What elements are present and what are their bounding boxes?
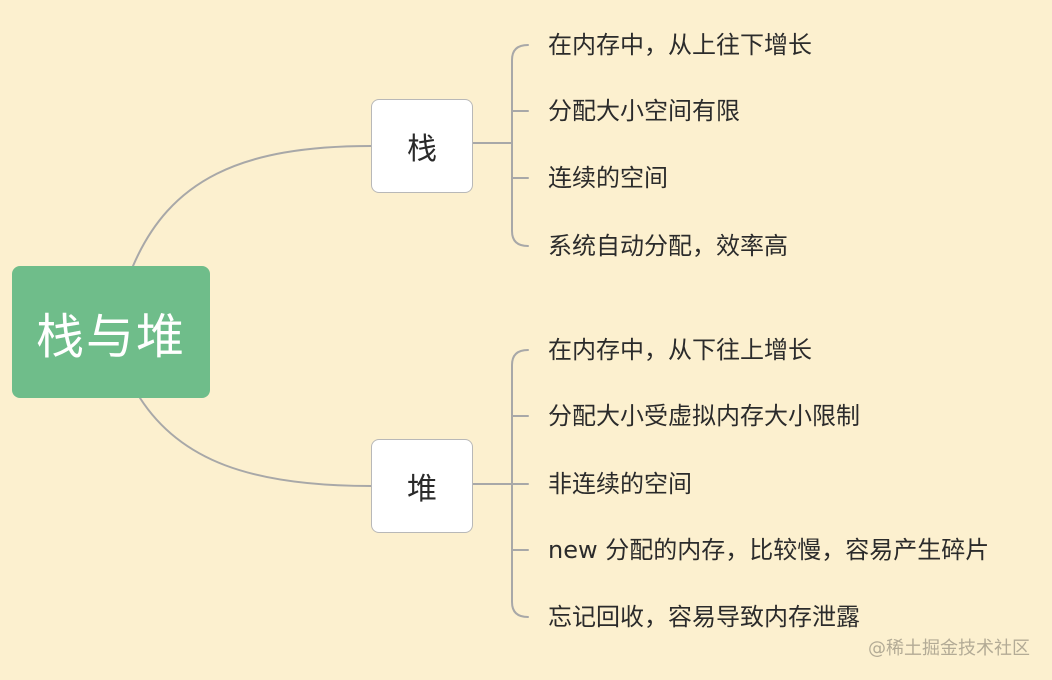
stack-leaf-4[interactable]: 系统自动分配，效率高: [548, 232, 788, 260]
heap-leaf-4[interactable]: new 分配的内存，比较慢，容易产生碎片: [548, 536, 990, 564]
root-node[interactable]: 栈与堆: [12, 266, 210, 398]
heap-leaf-1[interactable]: 在内存中，从下往上增长: [548, 336, 812, 364]
branch-node-stack[interactable]: 栈: [371, 99, 473, 193]
heap-leaf-2[interactable]: 分配大小受虚拟内存大小限制: [548, 402, 860, 430]
stack-leaf-3[interactable]: 连续的空间: [548, 164, 668, 192]
stack-leaf-1[interactable]: 在内存中，从上往下增长: [548, 31, 812, 59]
connector-root-to-stack: [132, 145, 372, 267]
connector-root-to-heap: [139, 397, 372, 487]
heap-leaf-3[interactable]: 非连续的空间: [548, 470, 692, 498]
branch-node-heap[interactable]: 堆: [371, 439, 473, 533]
connector-stack-bracket: [511, 44, 529, 247]
watermark: @稀土掘金技术社区: [868, 638, 1030, 659]
stack-leaf-2[interactable]: 分配大小空间有限: [548, 97, 740, 125]
heap-leaf-5[interactable]: 忘记回收，容易导致内存泄露: [548, 603, 860, 631]
